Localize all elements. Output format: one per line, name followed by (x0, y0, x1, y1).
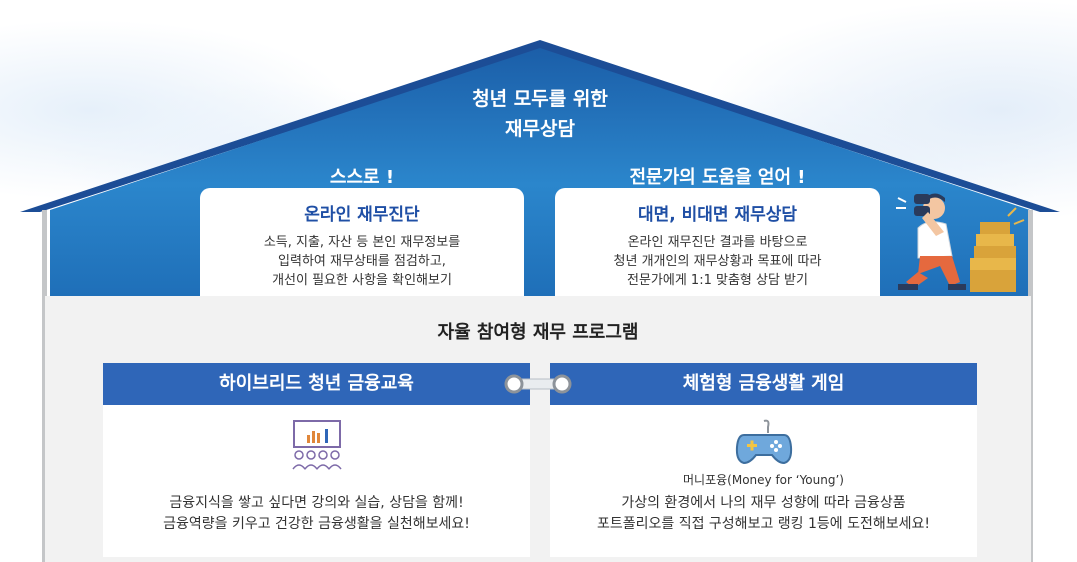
game-bar: 체험형 금융생활 게임 (550, 363, 977, 405)
consulting-title: 대면, 비대면 재무상담 (637, 205, 798, 225)
person-binoculars-illustration (896, 193, 1025, 292)
online-diagnosis-text: 소득, 지출, 자산 등 본인 재무정보를 입력하여 재무상태를 점검하고, 개… (200, 233, 524, 290)
roof-title-line1: 청년 모두를 위한 (472, 88, 608, 110)
game-line: 포트폴리오를 직접 구성해보고 랭킹 1등에 도전해보세요! (596, 516, 930, 532)
education-description: 금융지식을 쌓고 싶다면 강의와 실습, 상담을 함께! 금융역량을 키우고 건… (103, 493, 530, 535)
gamepad-icon (735, 419, 793, 465)
education-bar: 하이브리드 청년 금융교육 (103, 363, 530, 405)
house-wall-left (42, 210, 47, 562)
online-diagnosis-line: 소득, 지출, 자산 등 본인 재무정보를 (263, 235, 461, 250)
online-diagnosis-line: 개선이 필요한 사항을 확인해보기 (272, 273, 452, 288)
expert-heading: 전문가의 도움을 얻어 ! (629, 167, 806, 188)
game-description: 가상의 환경에서 나의 재무 성향에 따라 금융상품 포트폴리오를 직접 구성해… (550, 493, 977, 535)
consulting-line: 전문가에게 1:1 맞춤형 상담 받기 (627, 273, 808, 288)
education-line: 금융역량을 키우고 건강한 금융생활을 실천해보세요! (163, 516, 470, 532)
online-diagnosis-line: 입력하여 재무상태를 점검하고, (278, 254, 446, 269)
consulting-card: 대면, 비대면 재무상담 온라인 재무진단 결과를 바탕으로 청년 개개인의 재… (555, 188, 880, 296)
online-diagnosis-card: 온라인 재무진단 소득, 지출, 자산 등 본인 재무정보를 입력하여 재무상태… (200, 188, 524, 296)
lecture-icon (292, 420, 342, 470)
education-panel: 금융지식을 쌓고 싶다면 강의와 실습, 상담을 함께! 금융역량을 키우고 건… (103, 405, 530, 557)
consulting-text: 온라인 재무진단 결과를 바탕으로 청년 개개인의 재무상황과 목표에 따라 전… (555, 233, 880, 290)
chain-link-icon (504, 374, 572, 394)
roof-title: 청년 모두를 위한 재무상담 (390, 84, 690, 144)
game-line: 가상의 환경에서 나의 재무 성향에 따라 금융상품 (621, 495, 906, 511)
coin-stack-icon (970, 207, 1025, 292)
roof-title-line2: 재무상담 (505, 118, 575, 140)
program-title: 자율 참여형 재무 프로그램 (437, 322, 639, 343)
education-line: 금융지식을 쌓고 싶다면 강의와 실습, 상담을 함께! (169, 495, 464, 511)
game-name: 머니포융(Money for ‘Young’) (683, 473, 844, 487)
consulting-line: 청년 개개인의 재무상황과 목표에 따라 (613, 254, 822, 269)
online-diagnosis-title: 온라인 재무진단 (304, 205, 420, 225)
consulting-line: 온라인 재무진단 결과를 바탕으로 (627, 235, 808, 250)
self-service-heading: 스스로 ! (329, 167, 395, 188)
game-panel: 머니포융(Money for ‘Young’) 가상의 환경에서 나의 재무 성… (550, 405, 977, 557)
